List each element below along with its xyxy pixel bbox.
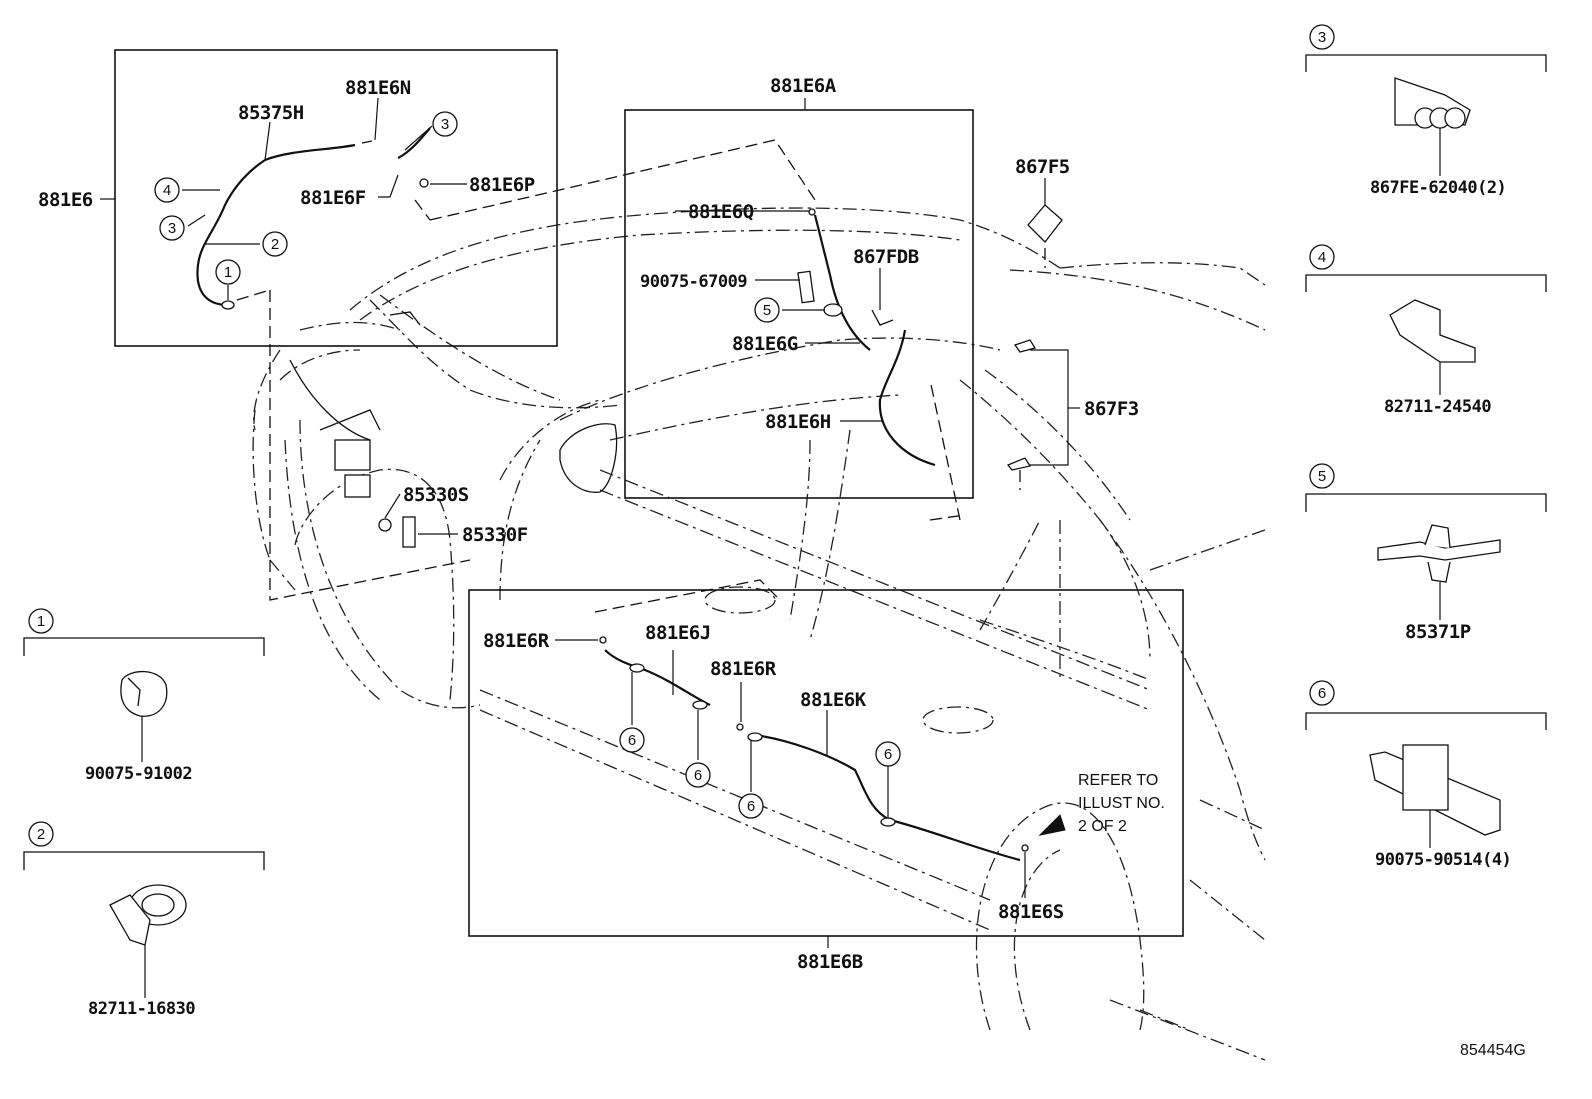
label-881E6Q: 881E6Q bbox=[688, 201, 754, 223]
svg-text:3: 3 bbox=[168, 220, 176, 237]
circled-refs-main: 3 4 3 2 1 5 6 6 6 6 bbox=[154, 111, 901, 819]
label-881E6J: 881E6J bbox=[645, 622, 711, 644]
label-881E6R-rear: 881E6R bbox=[710, 658, 777, 680]
detail-1-part-no: 90075-91002 bbox=[85, 764, 192, 784]
circle-ref-6-b: 6 bbox=[685, 762, 711, 788]
svg-text:5: 5 bbox=[1318, 468, 1326, 485]
wire-85375H bbox=[196, 127, 431, 310]
refer-note-line-3: 2 OF 2 bbox=[1078, 818, 1127, 835]
detail-panel-4: 4 82711-24540 bbox=[1305, 244, 1547, 417]
label-867F5: 867F5 bbox=[1015, 156, 1070, 178]
label-881E6N: 881E6N bbox=[345, 77, 411, 99]
detail-panel-2: 2 82711-16830 bbox=[23, 821, 265, 1019]
svg-text:6: 6 bbox=[694, 767, 702, 784]
circle-ref-3-top: 3 bbox=[432, 111, 458, 137]
svg-text:2: 2 bbox=[271, 236, 279, 253]
svg-text:1: 1 bbox=[224, 264, 232, 281]
refer-note-line-1: REFER TO bbox=[1078, 772, 1158, 789]
label-881E6A: 881E6A bbox=[770, 75, 837, 97]
leader-lines bbox=[100, 97, 1080, 948]
detail-6-part-no: 90075-90514(4) bbox=[1375, 850, 1511, 870]
svg-text:6: 6 bbox=[1318, 685, 1326, 702]
label-881E6: 881E6 bbox=[38, 189, 93, 211]
circle-ref-6-d: 6 bbox=[875, 741, 901, 767]
label-85330F: 85330F bbox=[462, 524, 528, 546]
detail-box-881E6A bbox=[624, 109, 974, 499]
front-wheel-housing-parts bbox=[319, 311, 421, 548]
circle-ref-3-left: 3 bbox=[159, 215, 185, 241]
circle-ref-4: 4 bbox=[154, 177, 180, 203]
vehicle-outline bbox=[252, 207, 1266, 1061]
circle-ref-6-a: 6 bbox=[619, 727, 645, 753]
label-881E6S: 881E6S bbox=[998, 901, 1064, 923]
circle-ref-2: 2 bbox=[262, 231, 288, 257]
label-85330S: 85330S bbox=[403, 484, 469, 506]
detail-box-881E6 bbox=[114, 49, 558, 347]
wire-881E6A bbox=[797, 208, 936, 467]
detail-panel-3: 3 867FE-62040(2) bbox=[1305, 24, 1547, 198]
label-867F3: 867F3 bbox=[1084, 398, 1139, 420]
svg-text:6: 6 bbox=[628, 732, 636, 749]
callout-labels: 881E6 85375H 881E6N 881E6F 881E6P 881E6A… bbox=[38, 75, 1139, 973]
label-881E6F: 881E6F bbox=[300, 187, 366, 209]
detail-box-881E6B bbox=[468, 589, 1184, 937]
svg-text:4: 4 bbox=[163, 182, 171, 199]
svg-text:1: 1 bbox=[37, 613, 45, 630]
label-881E6K: 881E6K bbox=[800, 689, 867, 711]
label-881E6R-front: 881E6R bbox=[483, 630, 550, 652]
projection-lines bbox=[236, 139, 1046, 613]
svg-text:6: 6 bbox=[884, 746, 892, 763]
detail-panel-1: 1 90075-91002 bbox=[23, 608, 265, 784]
detail-panel-6: 6 90075-90514(4) bbox=[1305, 680, 1547, 870]
plate-867F5 bbox=[1027, 204, 1063, 243]
refer-note: REFER TO ILLUST NO. 2 OF 2 bbox=[1078, 772, 1165, 835]
svg-text:4: 4 bbox=[1318, 249, 1326, 266]
label-85375H: 85375H bbox=[238, 102, 304, 124]
detail-3-part-no: 867FE-62040(2) bbox=[1370, 178, 1506, 198]
label-881E6G: 881E6G bbox=[732, 333, 798, 355]
detail-4-part-no: 82711-24540 bbox=[1384, 397, 1491, 417]
svg-text:6: 6 bbox=[747, 798, 755, 815]
detail-panel-5: 5 85371P bbox=[1305, 463, 1547, 643]
svg-text:5: 5 bbox=[763, 302, 771, 319]
diagram-code: 854454G bbox=[1460, 1042, 1526, 1059]
detail-2-part-no: 82711-16830 bbox=[88, 999, 195, 1019]
detail-5-part-no: 85371P bbox=[1405, 621, 1471, 643]
label-867FDB: 867FDB bbox=[853, 246, 919, 268]
label-881E6B: 881E6B bbox=[797, 951, 863, 973]
circle-ref-6-c: 6 bbox=[738, 793, 764, 819]
label-881E6H: 881E6H bbox=[765, 411, 831, 433]
refer-note-line-2: ILLUST NO. bbox=[1078, 795, 1165, 812]
refer-arrow-icon bbox=[1038, 814, 1066, 836]
label-881E6P: 881E6P bbox=[469, 174, 535, 196]
svg-text:3: 3 bbox=[441, 116, 449, 133]
wire-881E6B bbox=[599, 636, 1029, 862]
circle-ref-5: 5 bbox=[754, 297, 780, 323]
svg-text:2: 2 bbox=[37, 826, 45, 843]
circle-ref-1: 1 bbox=[215, 259, 241, 285]
svg-text:3: 3 bbox=[1318, 29, 1326, 46]
plates-867F3 bbox=[1006, 339, 1037, 471]
label-90075-67009: 90075-67009 bbox=[640, 272, 747, 292]
